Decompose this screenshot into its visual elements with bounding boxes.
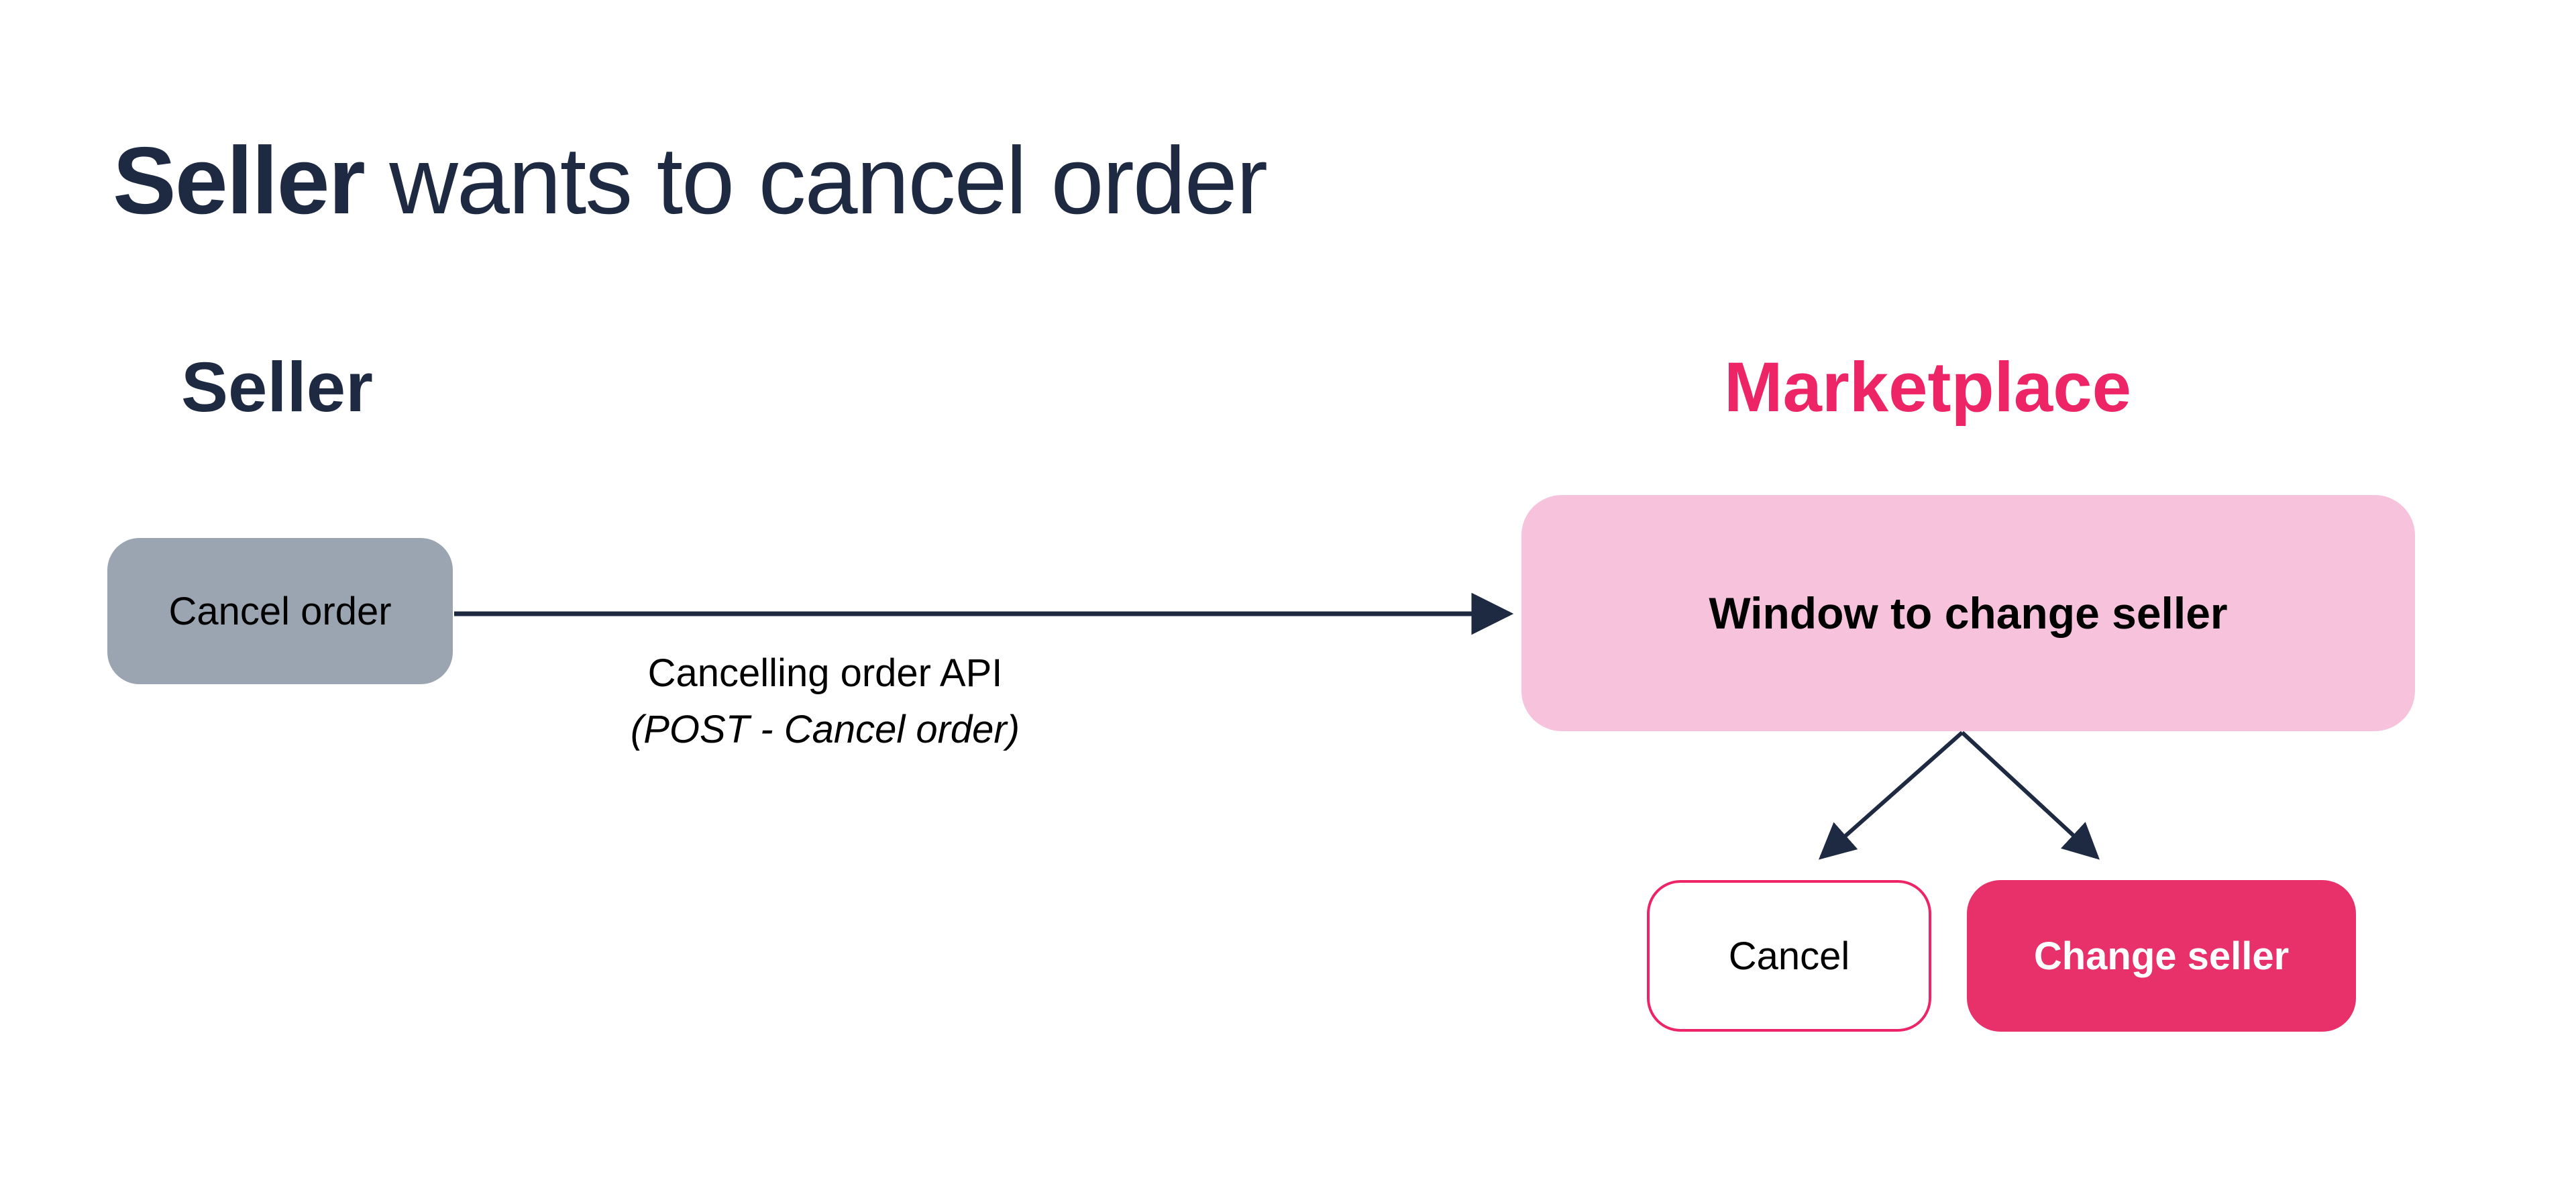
api-arrow-label-line1: Cancelling order API (647, 651, 1003, 695)
branch-arrow-to-cancel (1818, 730, 1964, 860)
seller-column-header: Seller (181, 348, 374, 427)
api-arrow-label: Cancelling order API (POST - Cancel orde… (577, 645, 1073, 758)
cancel-button-label: Cancel (1728, 934, 1850, 978)
marketplace-column-header: Marketplace (1724, 348, 2131, 427)
page-title: Seller wants to cancel order (113, 127, 1268, 234)
change-seller-button-label: Change seller (2033, 934, 2290, 978)
api-arrow-label-line2: (POST - Cancel order) (630, 708, 1020, 751)
cancel-button: Cancel (1647, 880, 1931, 1032)
window-box-label: Window to change seller (1709, 588, 2228, 638)
page-title-bold-part: Seller (113, 127, 366, 234)
change-seller-button: Change seller (1967, 880, 2356, 1032)
page-title-rest-part: wants to cancel order (364, 127, 1268, 234)
cancel-order-box: Cancel order (107, 538, 453, 684)
branch-arrow-to-change-seller (1960, 730, 2100, 860)
cancel-order-box-label: Cancel order (168, 589, 392, 633)
window-to-change-seller-box: Window to change seller (1521, 495, 2415, 731)
